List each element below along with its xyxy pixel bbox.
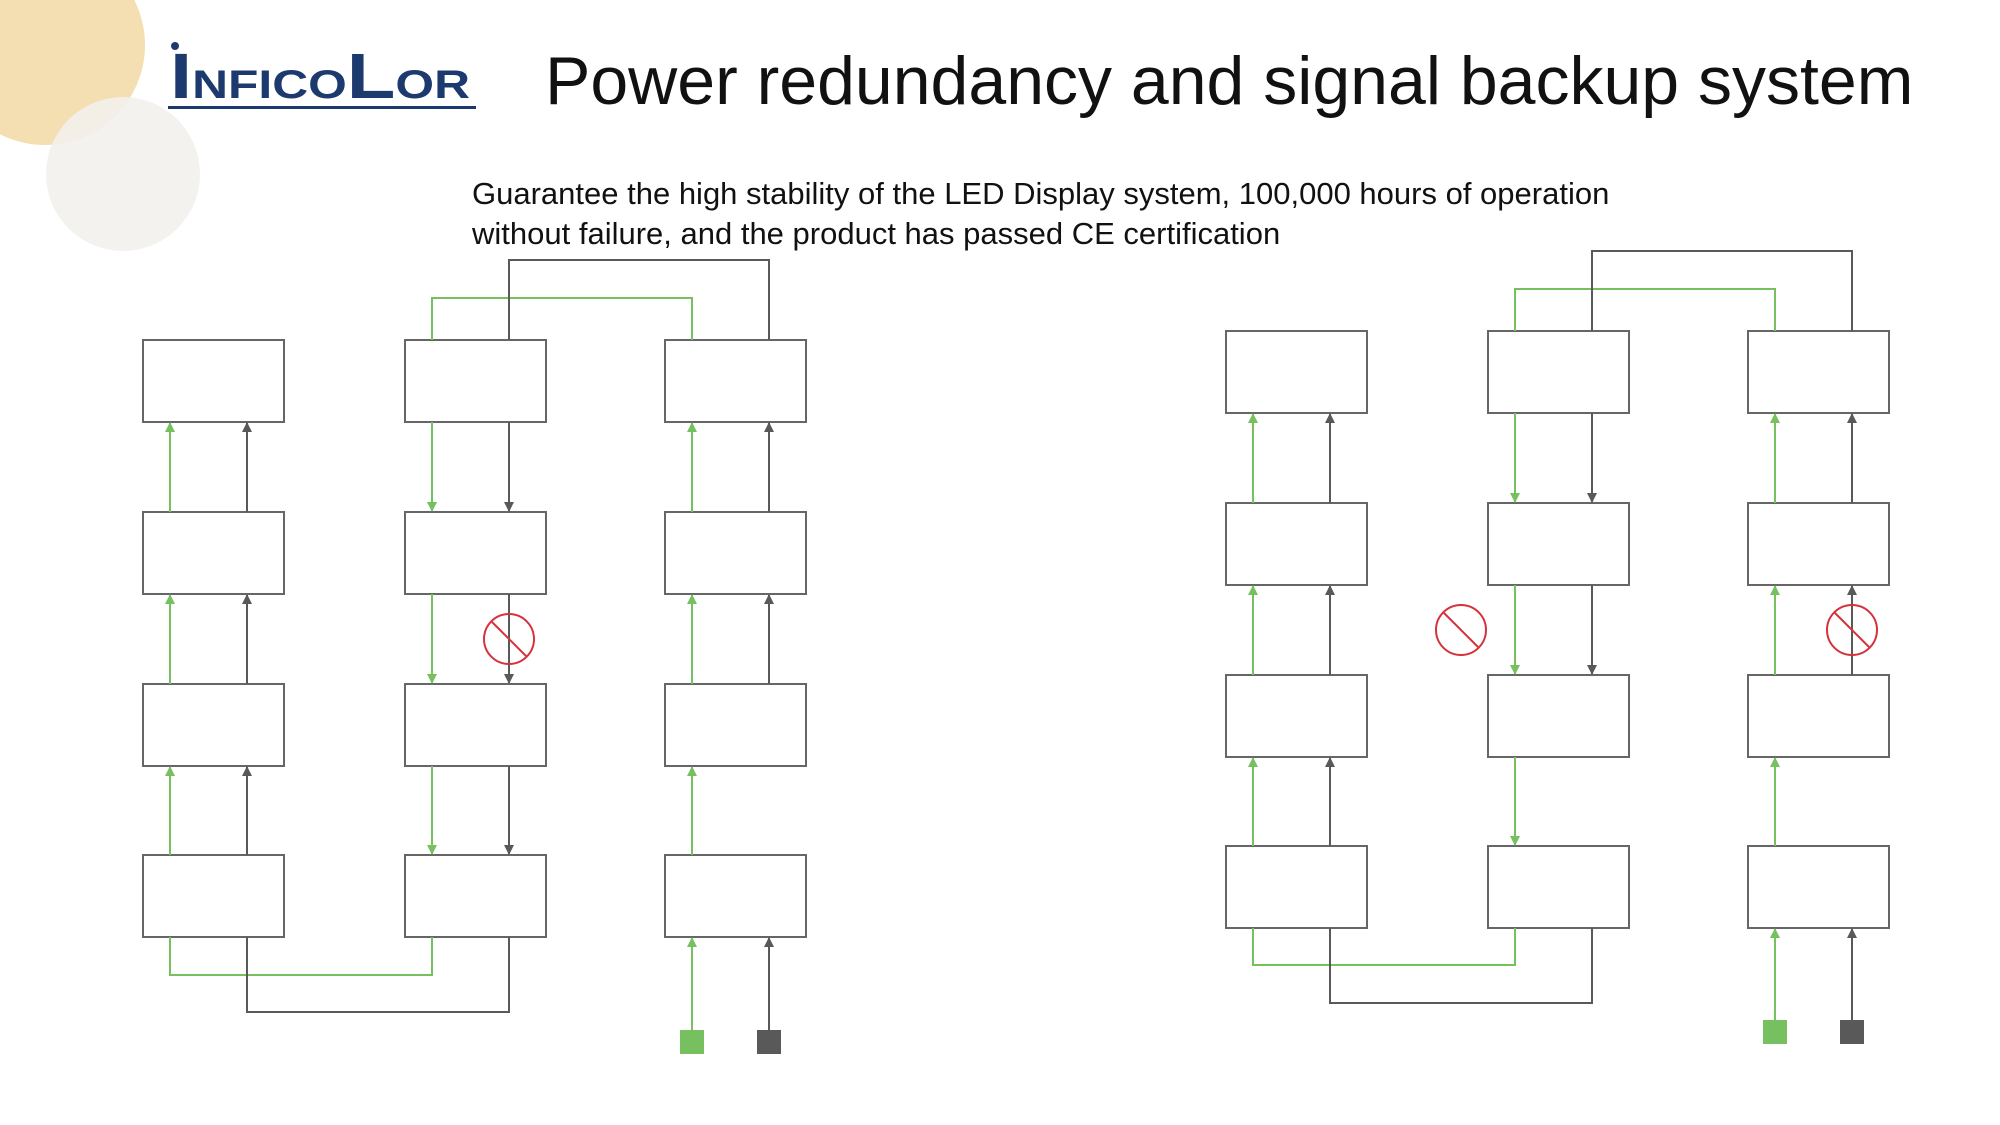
diagram1-cabinet-c1-r1: [142, 339, 285, 423]
diagram1-cabinet-c3-r2: [664, 511, 807, 595]
diagram2-cabinet-c3-r4: [1747, 845, 1890, 929]
diagram1-signal-bottom-link: [169, 937, 433, 976]
diagram2-fault-icon-1-slash: [1443, 612, 1479, 648]
diagram1-cabinet-c1-r4: [142, 854, 285, 938]
diagram2-cabinet-c1-r2: [1225, 502, 1368, 586]
diagram1-signal-top-link: [431, 297, 693, 340]
diagram1-cabinet-c3-r4: [664, 854, 807, 938]
diagram1-power-top-link: [508, 259, 770, 340]
diagram2-power-top-link: [1591, 250, 1853, 331]
page-subtitle: Guarantee the high stability of the LED …: [472, 174, 1812, 254]
diagram2-fault-icon-1: [1435, 604, 1487, 656]
diagram2-cabinet-c2-r4: [1487, 845, 1630, 929]
diagram2-cabinet-c3-r2: [1747, 502, 1890, 586]
diagram2-signal-bottom-link: [1252, 928, 1516, 966]
diagram2-fault-icon-2-slash: [1834, 612, 1870, 648]
diagram1-signal-source: [680, 1030, 704, 1054]
diagram1-cabinet-c1-r3: [142, 683, 285, 767]
diagram2-cabinet-c2-r2: [1487, 502, 1630, 586]
decorative-circle-small: [46, 97, 200, 251]
subtitle-line-1: Guarantee the high stability of the LED …: [472, 176, 1610, 211]
diagram2-cabinet-c1-r4: [1225, 845, 1368, 929]
diagram1-fault-icon-1-slash: [491, 621, 527, 657]
diagram1-cabinet-c3-r1: [664, 339, 807, 423]
diagram1-cabinet-c3-r3: [664, 683, 807, 767]
diagram1-power-bottom-link: [246, 937, 510, 1013]
subtitle-line-2: without failure, and the product has pas…: [472, 216, 1281, 251]
page-title: Power redundancy and signal backup syste…: [545, 43, 1914, 119]
diagram1-cabinet-c1-r2: [142, 511, 285, 595]
diagram1-cabinet-c2-r3: [404, 683, 547, 767]
diagram2-cabinet-c3-r3: [1747, 674, 1890, 758]
diagram1-cabinet-c2-r1: [404, 339, 547, 423]
diagram1-fault-icon-1: [483, 613, 535, 665]
diagram2-signal-source: [1763, 1020, 1787, 1044]
diagram2-cabinet-c2-r3: [1487, 674, 1630, 758]
diagram1-cabinet-c2-r2: [404, 511, 547, 595]
diagram2-cabinet-c1-r3: [1225, 674, 1368, 758]
diagram1-power-source: [757, 1030, 781, 1054]
diagram2-power-bottom-link: [1329, 928, 1593, 1004]
diagram1-cabinet-c2-r4: [404, 854, 547, 938]
diagram2-cabinet-c2-r1: [1487, 330, 1630, 414]
diagram2-power-source: [1840, 1020, 1864, 1044]
diagram2-fault-icon-2: [1826, 604, 1878, 656]
diagram2-cabinet-c3-r1: [1747, 330, 1890, 414]
diagram2-cabinet-c1-r1: [1225, 330, 1368, 414]
diagram2-signal-top-link: [1514, 288, 1776, 331]
